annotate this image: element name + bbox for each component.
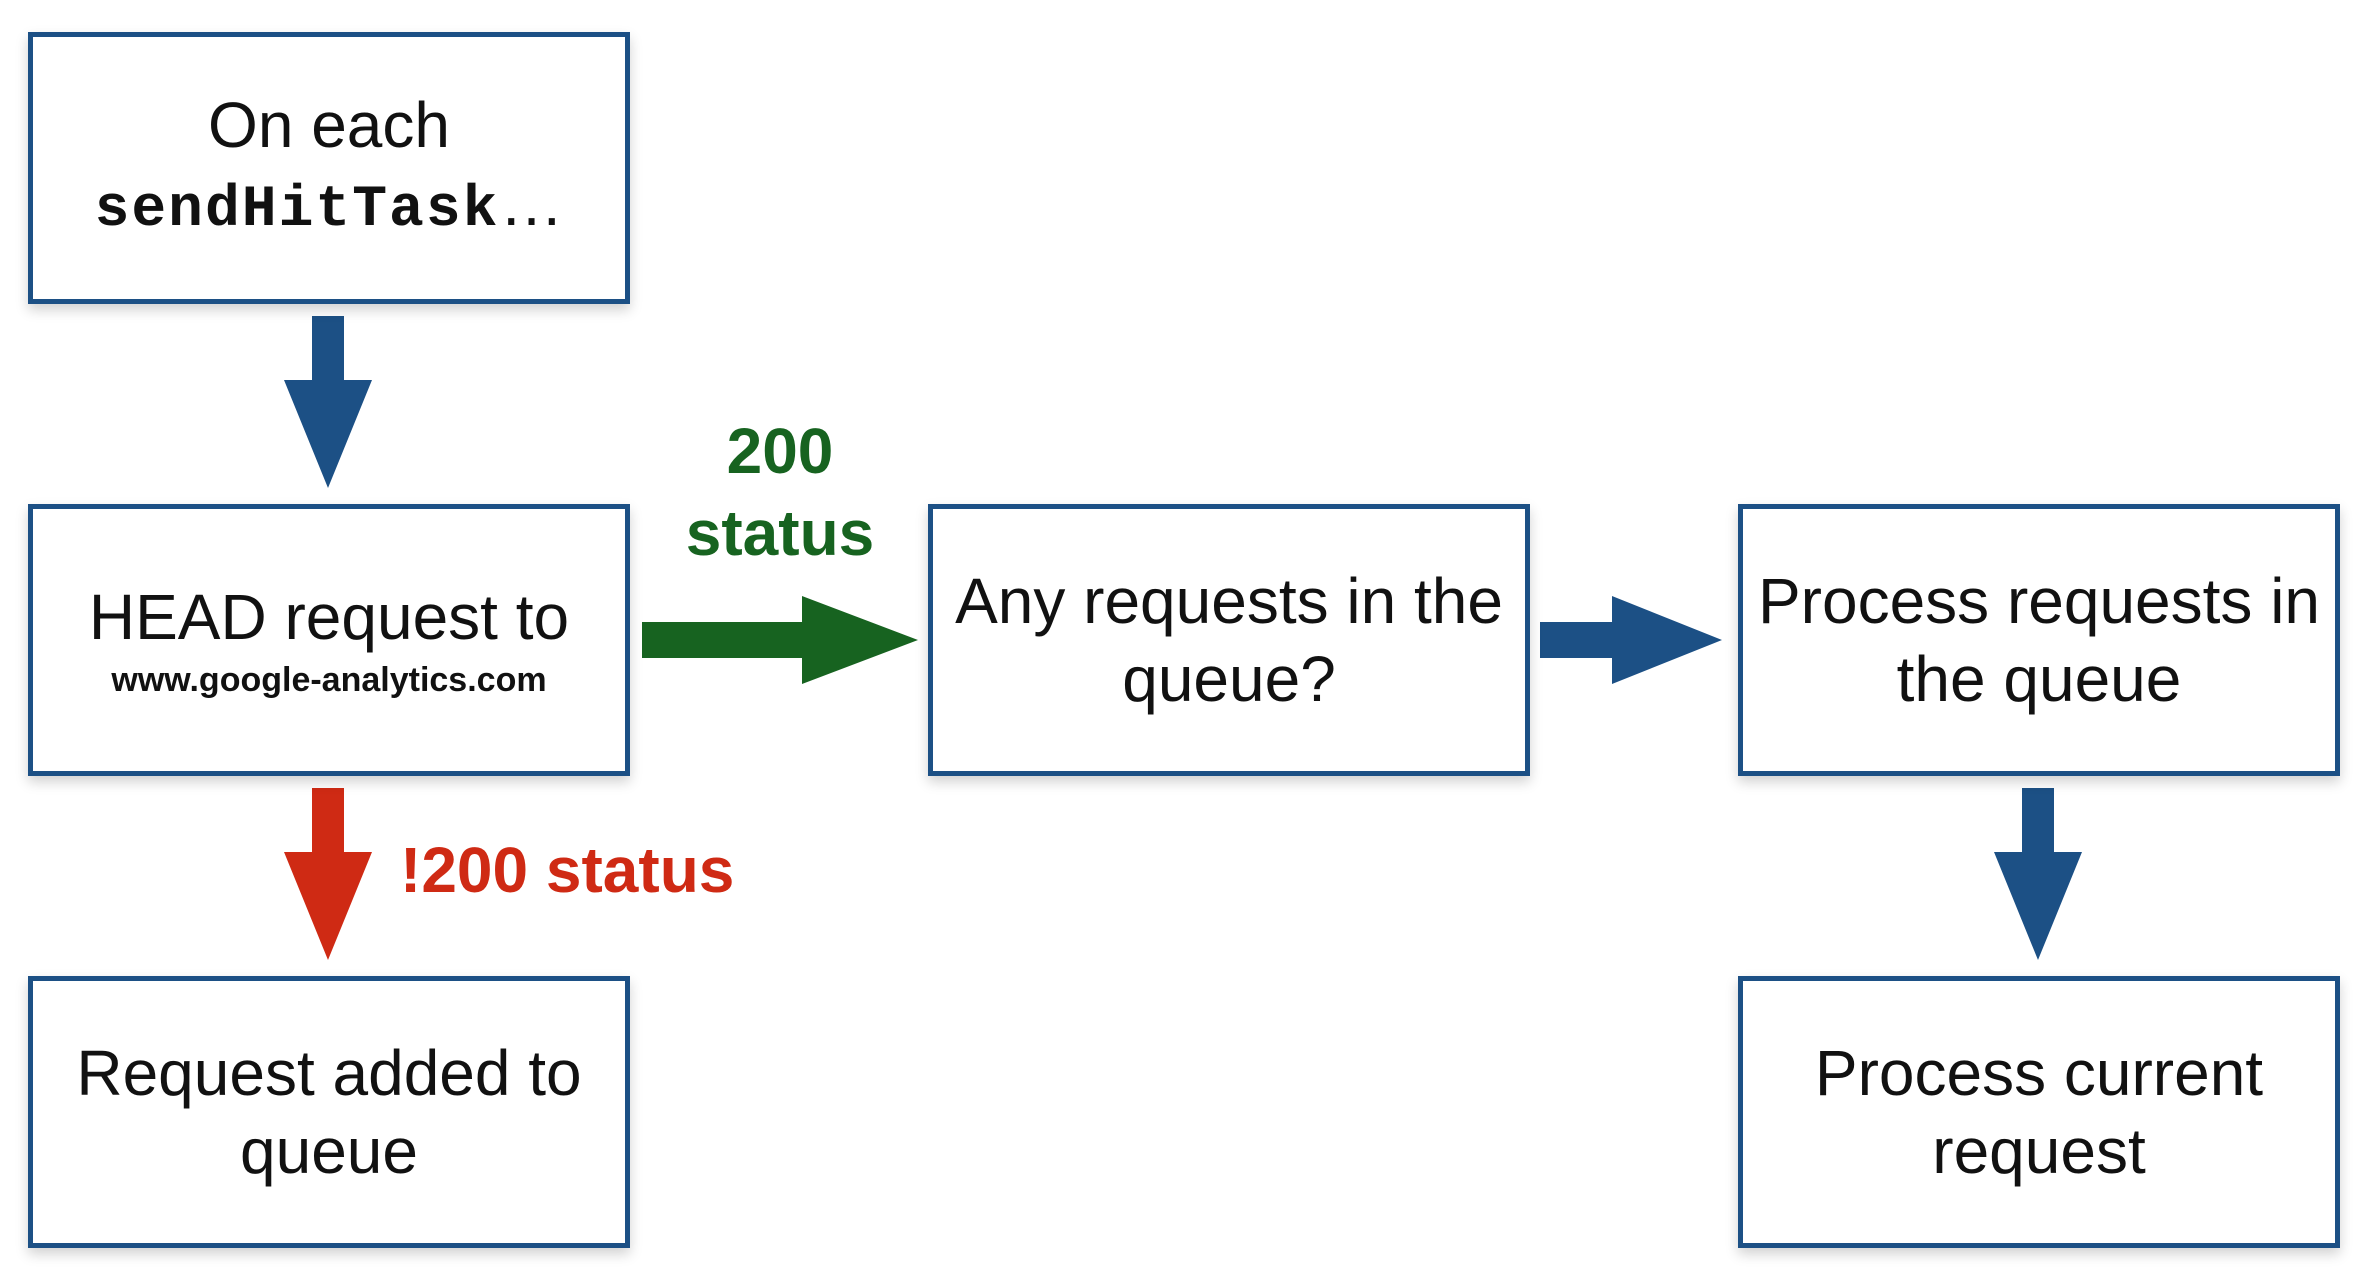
any-requests-box: Any requests in the queue? [928, 504, 1530, 776]
process-current-line1: Process current [1814, 1037, 2264, 1109]
process-queue-line2: the queue [1896, 643, 2182, 715]
head-line1: HEAD request to [88, 581, 570, 653]
fail-status-label: !200 status [400, 834, 735, 906]
arrow-start-to-head [284, 316, 372, 488]
process-queue-box: Process requests in the queue [1738, 504, 2340, 776]
head-request-box: HEAD request to www.google-analytics.com [28, 504, 630, 776]
ok-status-label: 200 status [640, 410, 920, 574]
send-hit-task-code: sendHitTask [94, 178, 500, 243]
added-line2: queue [240, 1115, 418, 1187]
arrow-process-to-current [1994, 788, 2082, 960]
request-added-box: Request added to queue [28, 976, 630, 1248]
process-current-line2: request [1932, 1115, 2146, 1187]
arrow-head-to-any [642, 596, 918, 684]
start-line2: sendHitTask… [95, 164, 564, 250]
ok-status-line1: 200 [726, 415, 834, 487]
ok-status-line2: status [685, 497, 875, 569]
process-queue-line1: Process requests in [1757, 565, 2321, 637]
arrow-any-to-process [1540, 596, 1722, 684]
start-box: On each sendHitTask… [28, 32, 630, 304]
process-current-box: Process current request [1738, 976, 2340, 1248]
any-line1: Any requests in the [955, 565, 1503, 637]
added-line1: Request added to [76, 1037, 582, 1109]
head-url: www.google-analytics.com [111, 661, 547, 699]
any-line2: queue? [1122, 643, 1336, 715]
start-ellipsis: … [499, 167, 564, 239]
arrow-head-to-added [284, 788, 372, 960]
start-line1: On each [208, 89, 450, 161]
